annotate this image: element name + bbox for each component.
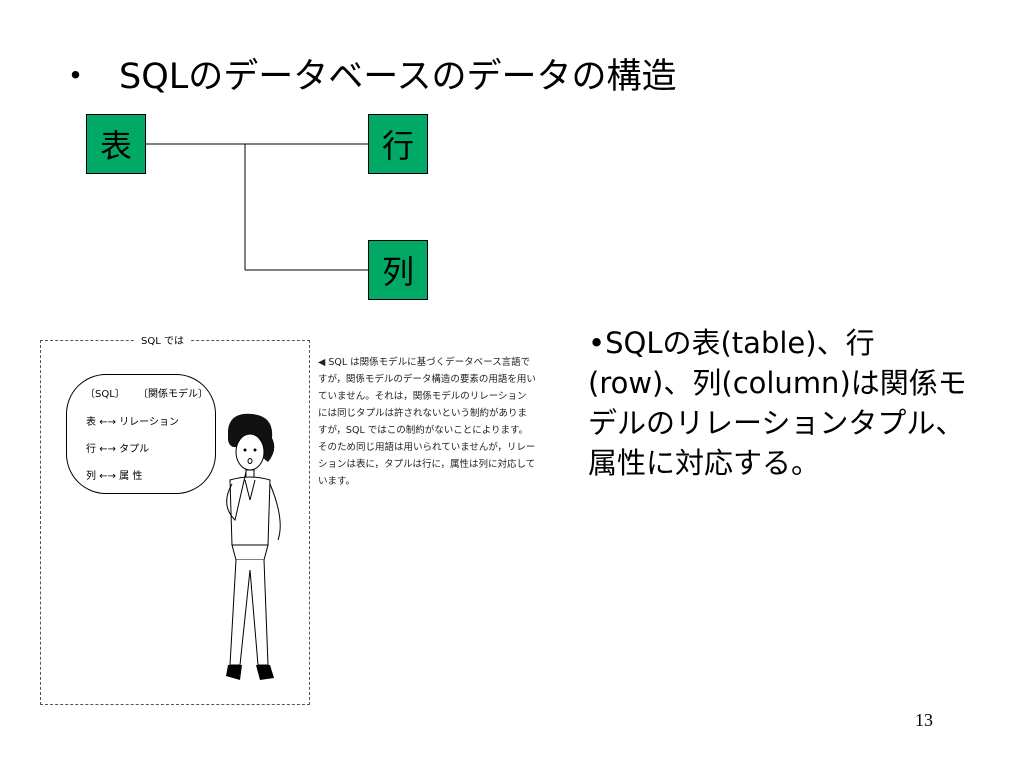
arrow-icon: ←→ (99, 471, 116, 482)
bubble-row-left: 行 (86, 444, 96, 455)
bubble-header: 〔SQL〕 〔関係モデル〕 (85, 389, 208, 400)
figure-sidenote: ◀ SQL は関係モデルに基づくデータベース言語ですが，関係モデルのデータ構造の… (318, 357, 536, 487)
arrow-icon: ←→ (99, 417, 116, 428)
table-box: 表 (86, 114, 146, 174)
arrow-icon: ←→ (99, 444, 116, 455)
title-bullet: ・ (58, 57, 94, 97)
column-box: 列 (368, 240, 428, 300)
bubble-row-right: 属 性 (119, 471, 143, 482)
speech-bubble (66, 374, 216, 494)
bubble-row-left: 列 (86, 471, 96, 482)
row-box: 行 (368, 114, 428, 174)
bubble-row-column: 列 ←→ 属 性 (86, 467, 142, 482)
title-text: SQLのデータベースのデータの構造 (119, 57, 677, 97)
slide-title: ・ SQLのデータベースのデータの構造 (58, 48, 677, 99)
woman-illustration (226, 413, 281, 680)
bubble-row-right: リレーション (119, 417, 179, 428)
page-number: 13 (915, 710, 933, 730)
figure-caption: SQL では (135, 332, 190, 347)
bubble-row-table: 表 ←→ リレーション (86, 413, 179, 428)
bullet-point: •SQLの表(table)、行(row)、列(column)は関係モデルのリレー… (588, 326, 967, 480)
bubble-row-left: 表 (86, 417, 96, 428)
bubble-row-row: 行 ←→ タプル (86, 440, 149, 455)
bubble-row-right: タプル (119, 444, 150, 455)
